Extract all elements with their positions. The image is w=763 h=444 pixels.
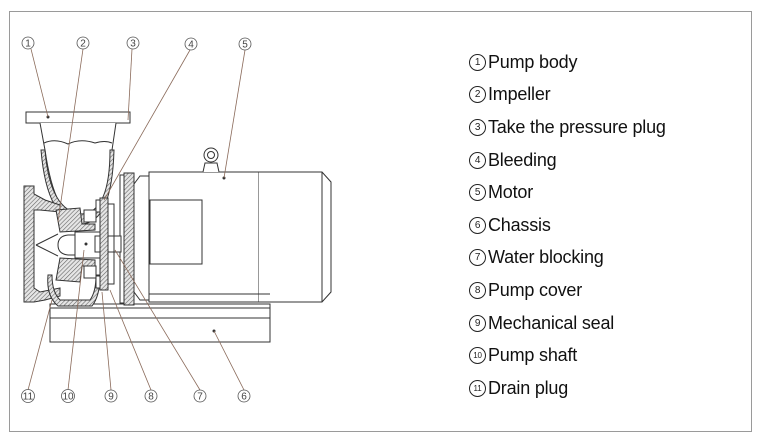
legend-label: Bleeding [488,149,557,170]
legend-label: Water blocking [488,247,604,268]
pump-cover [83,197,121,291]
legend-number: 3 [469,118,486,136]
svg-text:9: 9 [108,392,114,403]
legend-label: Chassis [488,214,551,235]
callout-1: 1 [21,36,35,50]
legend-label: Mechanical seal [488,312,615,333]
callout-5: 5 [238,37,252,51]
svg-text:2: 2 [80,39,86,50]
legend-number: 5 [469,184,486,202]
legend-number: 4 [469,151,486,169]
legend-number: 1 [469,53,486,71]
svg-text:1: 1 [25,39,31,50]
callout-7: 7 [193,389,207,403]
callout-6: 6 [237,389,251,403]
legend-number: 8 [469,281,486,299]
svg-text:10: 10 [62,392,74,403]
svg-text:11: 11 [23,392,34,403]
callout-2: 2 [76,36,90,50]
callout-3: 3 [126,36,140,50]
legend-number: 9 [469,314,486,332]
callout-8: 8 [144,389,158,403]
svg-text:3: 3 [130,39,136,50]
pump-body [23,111,131,307]
svg-text:5: 5 [242,40,248,51]
callout-4: 4 [184,37,198,51]
legend-number: 11 [469,379,486,397]
motor [119,147,332,306]
svg-text:7: 7 [197,392,203,403]
callout-10: 10 [61,389,75,403]
svg-text:6: 6 [241,392,247,403]
legend-number: 10 [469,347,486,365]
callout-11: 11 [21,389,35,403]
impeller [55,207,101,283]
chassis [49,303,271,343]
svg-text:8: 8 [148,392,154,403]
legend-label: Pump body [488,51,578,72]
legend-label: Impeller [488,84,551,105]
callout-9: 9 [104,389,118,403]
legend-number: 6 [469,216,486,234]
legend-number: 2 [469,86,486,104]
legend-label: Pump shaft [488,345,578,366]
legend-label: Motor [488,182,534,203]
legend-number: 7 [469,249,486,267]
leader-lines [27,48,246,391]
legend-label: Drain plug [488,377,569,398]
legend-label: Pump cover [488,279,583,300]
svg-text:4: 4 [188,40,194,51]
legend-label: Take the pressure plug [488,116,666,137]
